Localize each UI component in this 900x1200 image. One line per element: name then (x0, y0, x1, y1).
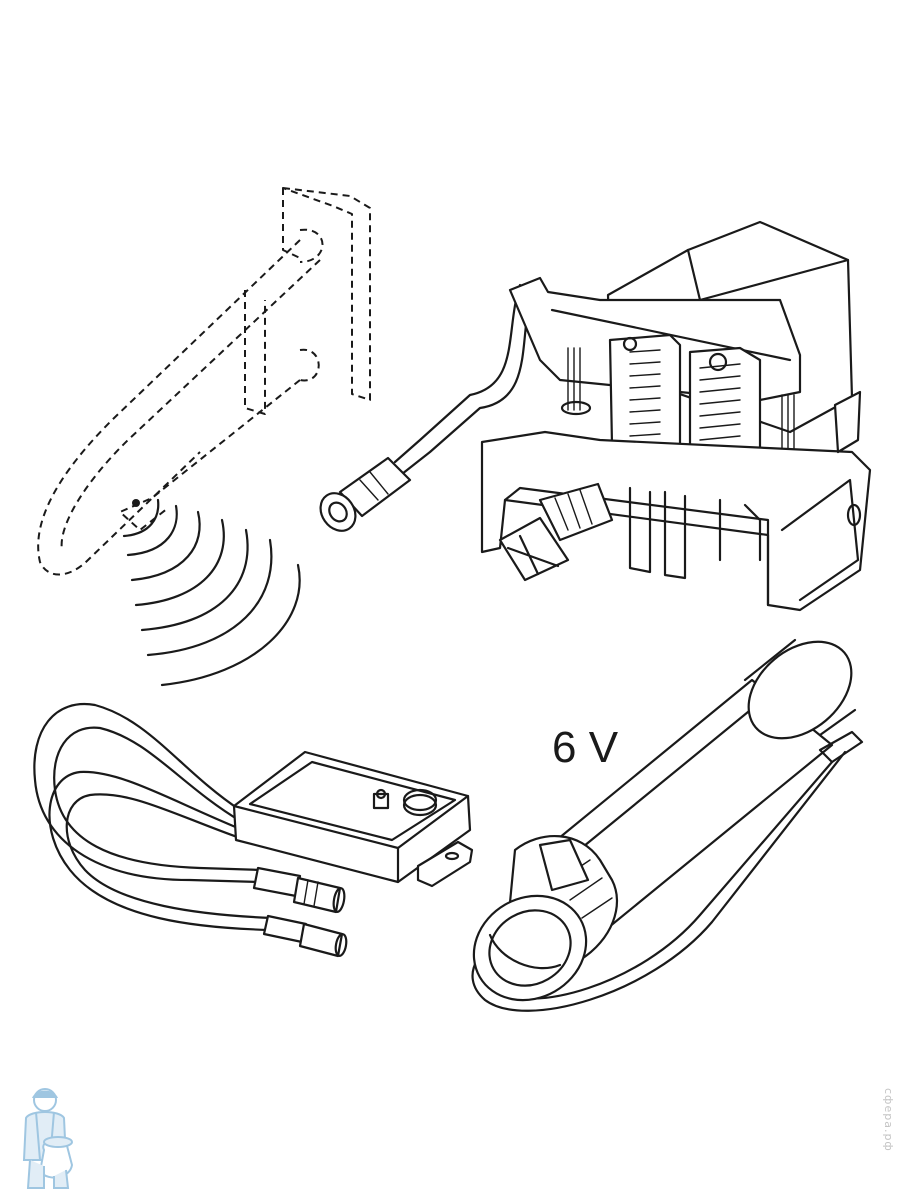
sensor-waves (122, 498, 301, 687)
voltage-label: 6 V (552, 723, 619, 772)
faucet-spout-outline (37, 187, 371, 576)
control-module (33, 702, 474, 958)
valve-cable-connector (319, 456, 412, 532)
solenoid-valve-unit (319, 220, 872, 612)
watermark-text: сфера.рф (882, 1088, 895, 1152)
plumber-logo (22, 1088, 74, 1189)
battery-pack: 6 V (471, 638, 864, 1012)
sensor-eye-icon (132, 499, 140, 507)
